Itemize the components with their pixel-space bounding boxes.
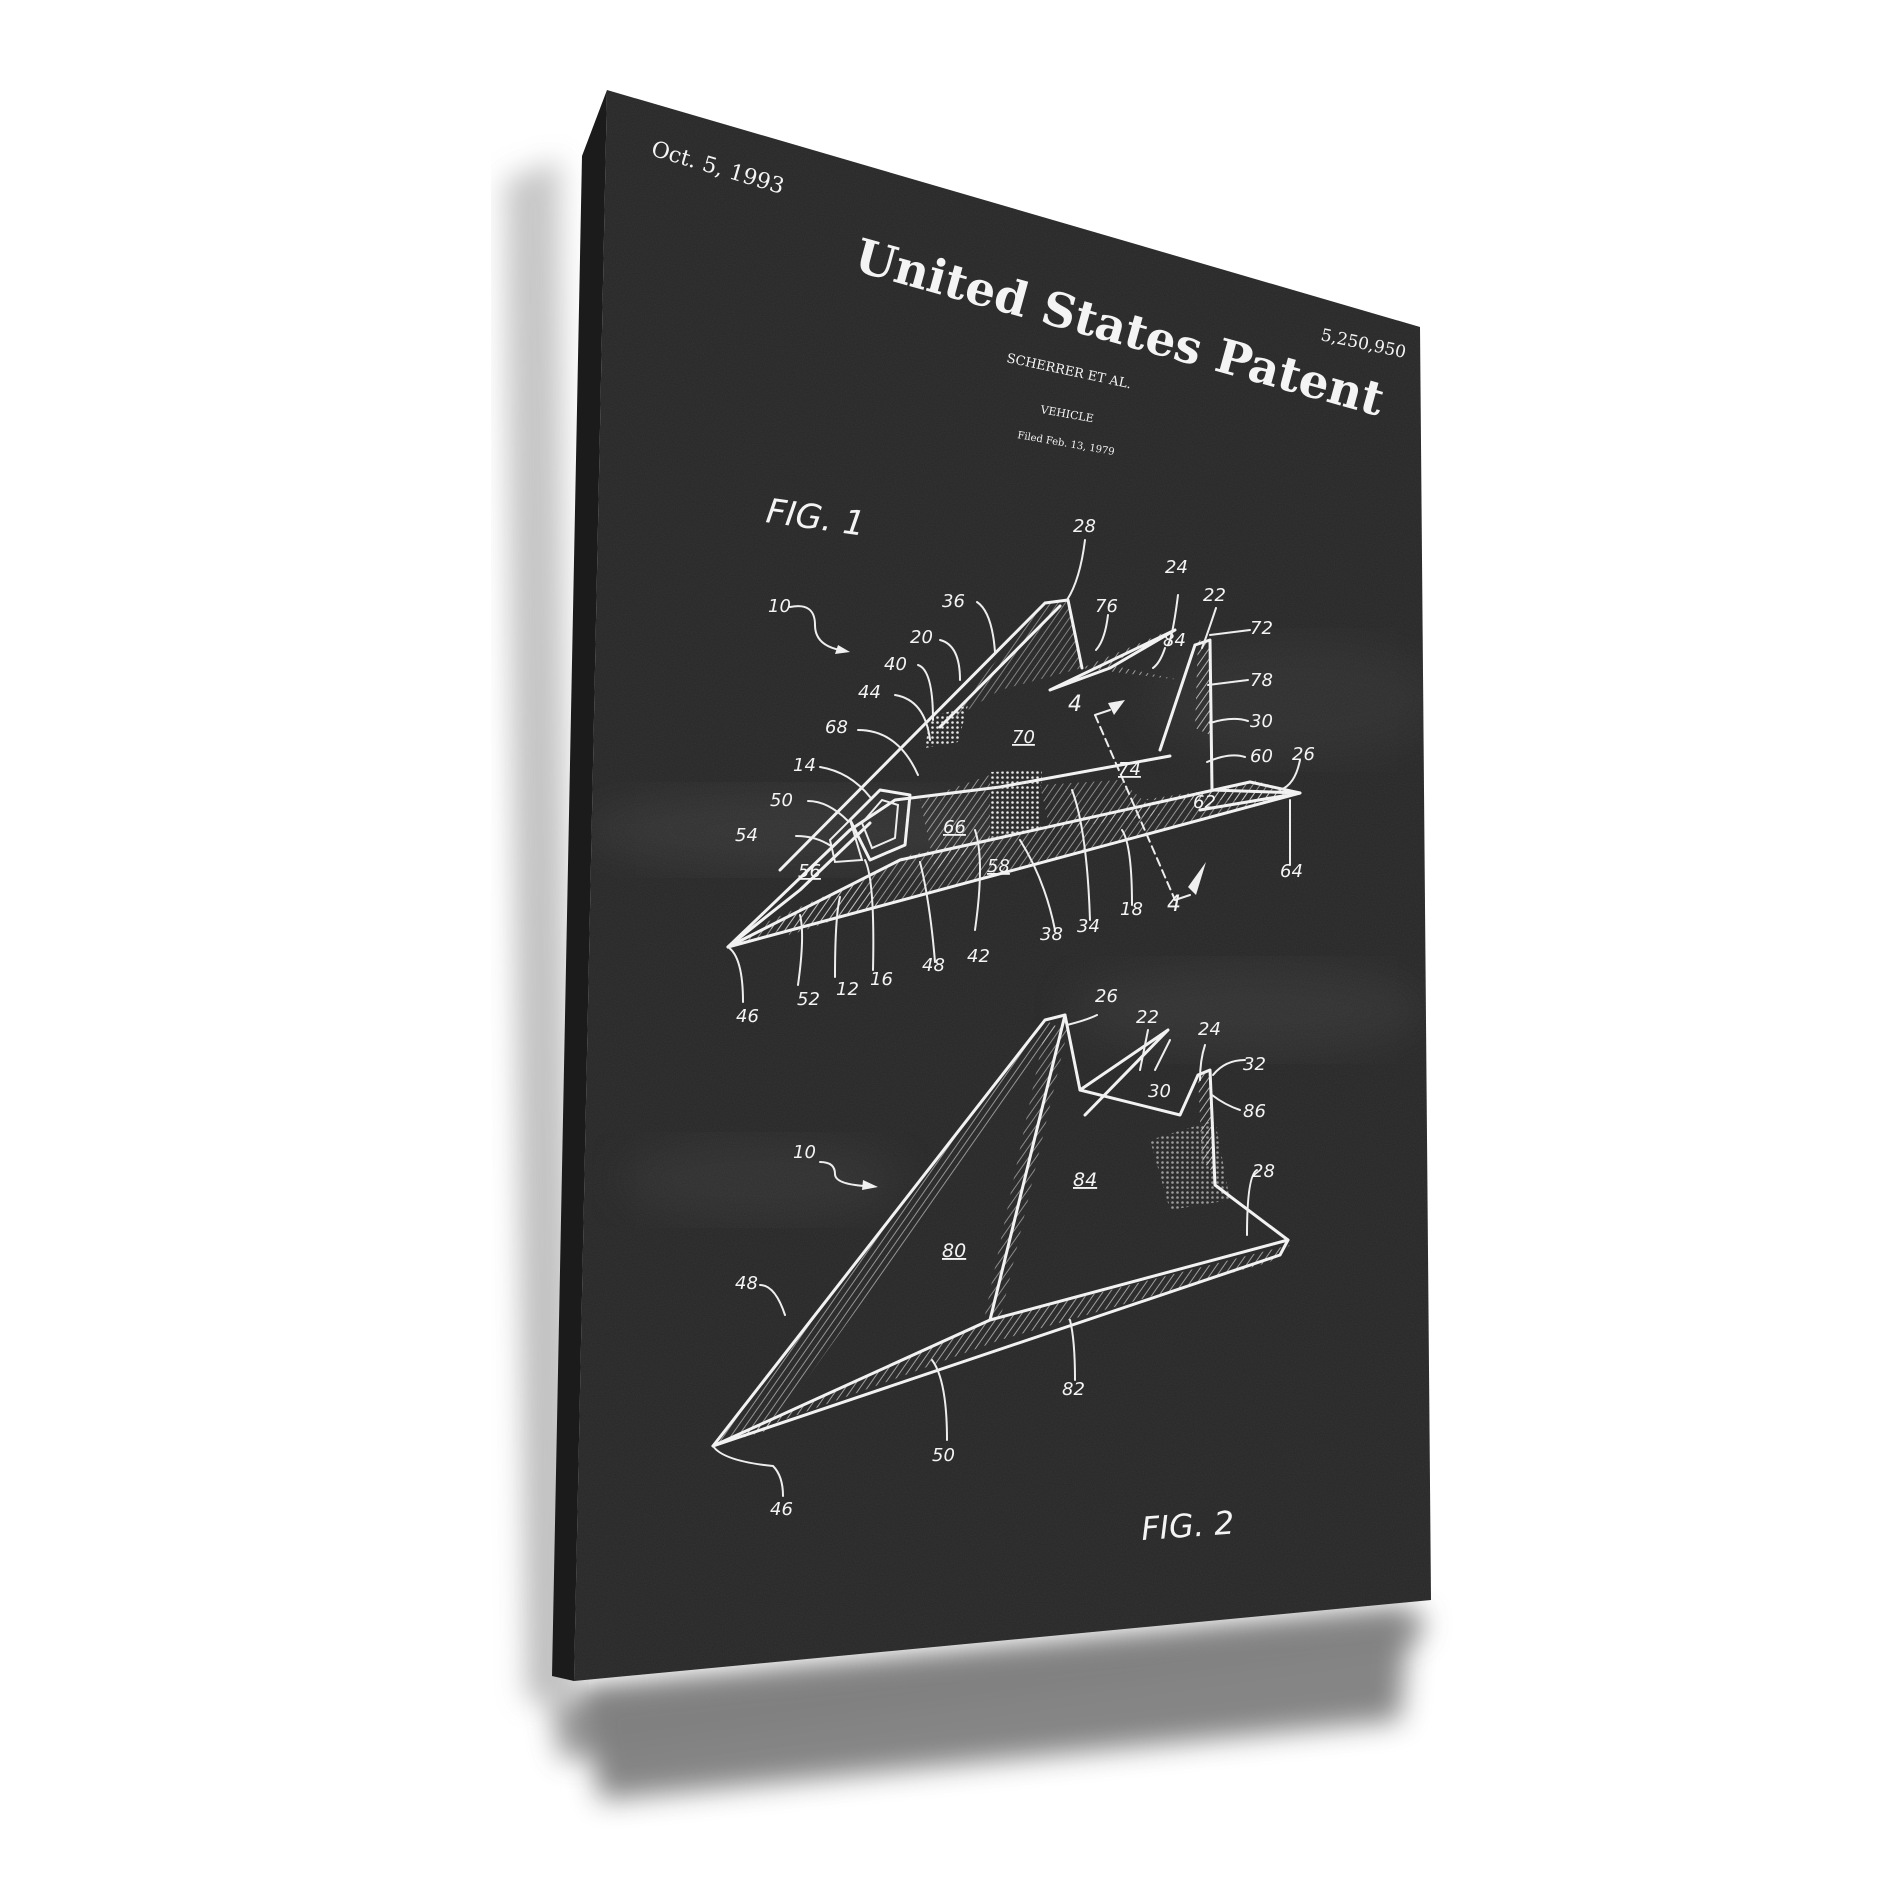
ref-numeral: 24 [1198,1019,1221,1040]
ref-numeral: 80 [942,1240,966,1262]
ref-numeral: 74 [1118,759,1141,780]
ref-numeral: 24 [1165,557,1188,578]
ref-numeral: 84 [1163,630,1186,651]
ref-numeral: 78 [1250,670,1273,691]
ref-numeral: 48 [735,1273,758,1294]
ref-numeral: 32 [1243,1054,1266,1075]
ref-numeral: 50 [932,1445,955,1466]
figure-2-leader-lines [712,1014,1258,1497]
ref-numeral: 16 [870,969,893,990]
ref-numeral: 46 [770,1499,793,1520]
ref-numeral: 50 [770,790,793,811]
ref-numeral: 26 [1292,744,1315,765]
ref-numeral: 36 [942,591,965,612]
stealth-aircraft-top-view [711,1013,1290,1448]
ref-numeral: 26 [1095,986,1118,1007]
ref-numeral: 66 [943,817,966,838]
ref-numeral: 52 [797,989,820,1010]
figure-2-label: FIG. 2 [1140,1504,1236,1548]
figure-2: 26 22 24 32 30 86 10 84 28 80 48 82 50 4… [711,986,1290,1548]
ref-numeral: 20 [910,627,933,648]
canvas-side-edge [552,90,607,1681]
ref-numeral: 60 [1250,746,1273,767]
stealth-aircraft-side-view [726,598,1302,949]
ref-numeral: 42 [967,946,990,967]
ref-numeral: 64 [1280,861,1303,882]
ref-numeral: 18 [1120,899,1143,920]
ref-numeral: 40 [884,654,907,675]
ref-numeral: 82 [1062,1379,1085,1400]
figure-1-reference-numerals: 28 24 22 72 10 36 76 20 84 78 40 44 4 30… [735,516,1315,1027]
ref-numeral: 54 [735,825,758,846]
canvas-face [574,90,1431,1681]
ref-numeral: 58 [987,856,1010,877]
ref-numeral: 44 [858,682,881,703]
ref-numeral: 12 [836,979,859,1000]
ref-numeral: 22 [1136,1007,1159,1028]
ref-numeral: 76 [1095,596,1118,617]
ref-numeral: 84 [1073,1169,1097,1191]
ref-numeral: 56 [798,861,821,882]
ref-numeral: 46 [736,1006,759,1027]
ref-numeral: 30 [1148,1081,1171,1102]
ref-numeral: 10 [793,1142,816,1163]
figure-2-reference-numerals: 26 22 24 32 30 86 10 84 28 80 48 82 50 4… [735,986,1275,1520]
ref-numeral: 62 [1193,792,1216,813]
ref-numeral: 48 [922,955,945,976]
ref-numeral: 14 [793,755,816,776]
ref-numeral: 70 [1012,727,1035,748]
ref-numeral: 38 [1040,924,1063,945]
ref-numeral: 68 [825,717,848,738]
figure-1-leader-lines [727,539,1301,1003]
ref-numeral: 86 [1243,1101,1266,1122]
section-marker: 4 [1167,892,1181,917]
wall-shadow [505,160,1425,1800]
section-marker: 4 [1068,692,1082,717]
ref-numeral: 34 [1077,916,1100,937]
ref-numeral: 22 [1203,585,1226,606]
ref-numeral: 10 [768,596,791,617]
ref-numeral: 72 [1250,618,1273,639]
ref-numeral: 30 [1250,711,1273,732]
ref-numeral: 28 [1252,1161,1275,1182]
ref-numeral: 28 [1073,516,1096,537]
figure-1: FIG. 1 [726,491,1315,1027]
